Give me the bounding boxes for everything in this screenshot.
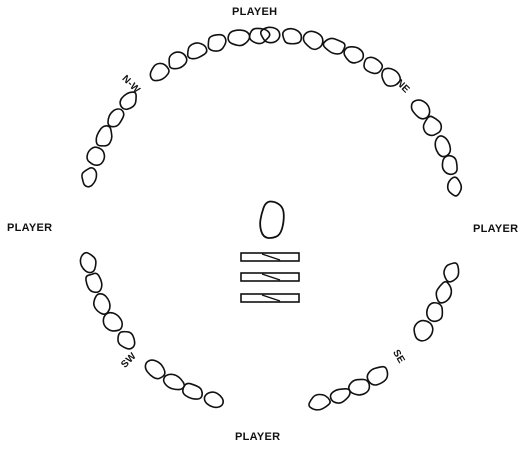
- stone-32: [108, 109, 124, 127]
- stone-18: [330, 389, 350, 403]
- stone-21: [183, 383, 202, 399]
- stone-27: [86, 273, 102, 292]
- stick-mark-3: [262, 295, 280, 301]
- stone-35: [169, 52, 187, 69]
- center-stone: [260, 201, 284, 238]
- player-label-right: PLAYER: [473, 224, 518, 235]
- stone-24: [118, 332, 135, 349]
- stone-8: [423, 116, 441, 135]
- stone-31: [96, 126, 112, 146]
- stone-11: [448, 177, 462, 196]
- stone-25: [103, 313, 122, 331]
- stick-mark-2: [262, 274, 280, 280]
- stone-38: [228, 30, 250, 45]
- stone-26: [94, 294, 110, 314]
- stone-1: [283, 29, 302, 44]
- player-label-bottom: PLAYER: [235, 432, 280, 443]
- stone-30: [87, 147, 104, 165]
- stone-19: [309, 394, 330, 409]
- stone-3: [323, 38, 345, 53]
- stone-17: [349, 379, 370, 395]
- stone-13: [436, 282, 451, 303]
- stone-12: [444, 263, 459, 282]
- stone-7: [411, 100, 429, 119]
- stone-4: [344, 47, 363, 63]
- stick-mark-1: [262, 254, 280, 260]
- stone-20: [204, 392, 223, 407]
- stone-36: [188, 43, 207, 59]
- stone-9: [435, 136, 450, 157]
- stone-10: [442, 156, 457, 175]
- stone-5: [364, 57, 382, 73]
- stone-15: [414, 321, 433, 341]
- stone-23: [145, 360, 164, 379]
- stone-2: [303, 31, 322, 49]
- stone-28: [80, 253, 95, 273]
- center-arrangement: [241, 201, 299, 302]
- player-label-left: PLAYER: [7, 223, 52, 234]
- stone-14: [427, 303, 443, 322]
- stone-37: [208, 35, 226, 51]
- player-label-top: PLAYEH: [232, 7, 277, 18]
- stone-34: [150, 63, 169, 80]
- stone-16: [367, 367, 387, 385]
- stone-22: [164, 374, 185, 389]
- stone-29: [82, 168, 97, 187]
